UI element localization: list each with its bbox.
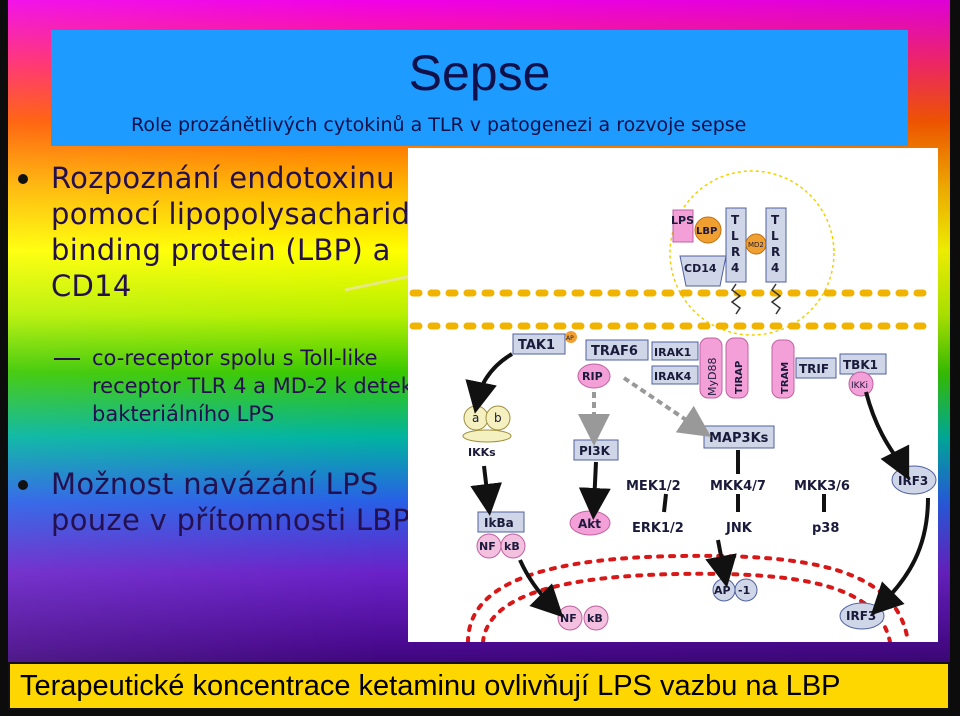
nf-label-upper: NF xyxy=(479,540,496,553)
sub-bullet-text: co-receptor spolu s Toll-like receptor T… xyxy=(92,346,431,426)
cd14-shape xyxy=(679,255,727,287)
lbp-circle xyxy=(694,216,722,244)
receptor-highlight-circle xyxy=(669,170,835,336)
svg-text:R: R xyxy=(771,245,780,259)
ikk-base xyxy=(462,429,512,443)
trif-box xyxy=(795,357,837,379)
bullet-endotoxin-recognition: Rozpoznání endotoxinu pomocí lipopolysac… xyxy=(18,160,431,304)
footer-bar: Terapeutické koncentrace ketaminu ovlivň… xyxy=(8,662,950,710)
bullet-dot xyxy=(18,174,28,184)
irak4-label: IRAK4 xyxy=(654,370,692,383)
md2-label: MD2 xyxy=(748,241,764,249)
rip-label: RIP xyxy=(582,370,603,383)
ikk-a-label: a xyxy=(472,411,479,425)
bottom-border xyxy=(0,710,960,716)
bullet-lps-binding: Možnost navázání LPS pouze v přítomnosti… xyxy=(18,466,431,538)
bullet-dot xyxy=(18,480,28,490)
bullet-text: Rozpoznání endotoxinu pomocí lipopolysac… xyxy=(51,161,422,303)
myd88-box xyxy=(699,337,723,399)
irak1-box xyxy=(651,341,699,361)
ap1-label-a: AP xyxy=(714,584,731,597)
trif-label: TRIF xyxy=(799,362,829,376)
map3ks-label: MAP3Ks xyxy=(709,431,769,446)
cell-membrane xyxy=(409,289,937,330)
kb-label-upper: kB xyxy=(504,540,520,553)
nf-label-lower: NF xyxy=(560,612,577,625)
signaling-arrows xyxy=(465,352,930,618)
irf3-lower-label: IRF3 xyxy=(846,609,876,623)
bullet-text: Možnost navázání LPS pouze v přítomnosti… xyxy=(51,467,411,537)
mkk36-label: MKK3/6 xyxy=(794,479,850,494)
slide-title: Sepse xyxy=(408,45,551,101)
nucleus-membrane xyxy=(466,553,910,642)
erk12-label: ERK1/2 xyxy=(632,521,684,536)
right-border xyxy=(950,0,960,716)
sub-bullet-co-receptor: co-receptor spolu s Toll-like receptor T… xyxy=(54,344,462,428)
map3ks-box xyxy=(703,425,775,449)
tlr4-receptor-right: T L R 4 xyxy=(765,207,787,315)
irak4-box xyxy=(651,365,699,385)
ap-small-label: AP xyxy=(566,335,574,342)
mkk47-label: MKK4/7 xyxy=(710,479,766,494)
kb-circle-upper xyxy=(500,533,526,559)
tak1-box xyxy=(512,333,566,355)
ikba-label: IkBa xyxy=(484,516,514,530)
svg-text:T: T xyxy=(771,213,780,227)
nucleus-membrane-inner xyxy=(481,571,892,642)
svg-text:L: L xyxy=(771,229,779,243)
traf6-box xyxy=(585,339,649,361)
slide-subtitle: Role prozánětlivých cytokinů a TLR v pat… xyxy=(131,114,747,136)
ap-small-circle xyxy=(565,331,577,343)
tak1-label: TAK1 xyxy=(518,338,555,353)
traf6-label: TRAF6 xyxy=(591,344,638,359)
nf-circle-lower xyxy=(557,605,583,631)
diagram-svg: LPS LBP CD14 T L R 4 MD2 T L xyxy=(409,170,937,642)
left-border xyxy=(0,0,8,716)
svg-text:4: 4 xyxy=(771,261,779,275)
tbk1-label: TBK1 xyxy=(843,358,878,372)
myd88-label: MyD88 xyxy=(706,358,719,396)
pi3k-label: PI3K xyxy=(579,444,611,458)
svg-text:R: R xyxy=(731,245,740,259)
title-box: Sepse Role prozánětlivých cytokinů a TLR… xyxy=(51,30,908,146)
irf3-upper-label: IRF3 xyxy=(898,474,928,488)
ikki-label: IKKi xyxy=(851,381,868,391)
ap1-circle-b xyxy=(734,578,758,602)
rip-circle xyxy=(577,363,611,389)
svg-text:L: L xyxy=(731,229,739,243)
tlr4-receptor-left: T L R 4 xyxy=(725,207,747,315)
p38-label: p38 xyxy=(812,521,839,536)
ikki-circle xyxy=(848,371,874,397)
jnk-label: JNK xyxy=(725,521,753,536)
kb-circle-lower xyxy=(583,605,609,631)
sub-bullet-dash xyxy=(54,358,80,360)
lps-box xyxy=(672,209,694,243)
lps-label: LPS xyxy=(671,214,694,227)
footer-text: Terapeutické koncentrace ketaminu ovlivň… xyxy=(20,670,841,702)
ap1-label-b: -1 xyxy=(738,584,750,597)
svg-text:T: T xyxy=(731,213,740,227)
tlr4-signaling-diagram: LPS LBP CD14 T L R 4 MD2 T L xyxy=(408,148,938,642)
kb-label-lower: kB xyxy=(587,612,603,625)
irak1-label: IRAK1 xyxy=(654,346,691,359)
mek12-label: MEK1/2 xyxy=(626,479,681,494)
akt-label: Akt xyxy=(578,517,601,531)
cd14-label: CD14 xyxy=(684,262,717,275)
tram-box xyxy=(771,339,795,399)
tirap-box xyxy=(725,337,749,399)
ikks-label: IKKs xyxy=(468,446,496,459)
svg-text:4: 4 xyxy=(731,261,739,275)
lbp-label: LBP xyxy=(696,226,717,237)
ikk-b-label: b xyxy=(494,411,502,425)
tram-label: TRAM xyxy=(780,362,791,394)
tirap-label: TIRAP xyxy=(734,361,745,394)
